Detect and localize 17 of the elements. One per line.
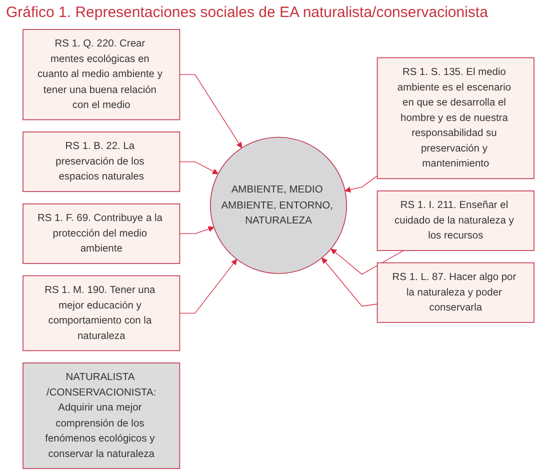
arrow — [179, 161, 218, 174]
node-box: RS 1. L. 87. Hacer algo por la naturaleza y poder conservarla — [376, 262, 534, 323]
node-box: RS 1. I. 211. Enseñar el cuidado de la naturaleza y los recursos — [376, 190, 534, 251]
node-box: RS 1. F. 69. Contribuye a la protección del medio ambiente — [22, 203, 180, 264]
arrow — [179, 226, 214, 234]
node-box: RS 1. B. 22. La preservación de los espacios naturales — [22, 132, 180, 192]
node-circle: AMBIENTE, MEDIO AMBIENTE, ENTORNO, NATURALEZA — [210, 136, 348, 274]
node-box: RS 1. S. 135. El medio ambiente es el escenario en que se desarrolla el hombre y es de nuestra responsabilidad su preservación y mantenimiento — [376, 57, 534, 180]
arrow — [344, 175, 378, 193]
arrow — [330, 248, 404, 275]
arrow — [322, 258, 378, 307]
arrow — [179, 74, 242, 148]
node-box: NATURALISTA /CONSERVACIONISTA: Adquirir una mejor comprensión de los fenómenos ecológicos y conservar la naturaleza — [22, 362, 180, 469]
node-box: RS 1. Q. 220. Crear mentes ecológicas en cuanto al medio ambiente y tener una buena relación con el medio — [22, 29, 180, 120]
node-box: RS 1. M. 190. Tener una mejor educación y comportamiento con la naturaleza — [22, 275, 180, 352]
diagram-title: Gráfico 1. Representaciones sociales de EA naturalista/conservacionista — [5, 3, 489, 23]
arrow — [179, 259, 238, 314]
